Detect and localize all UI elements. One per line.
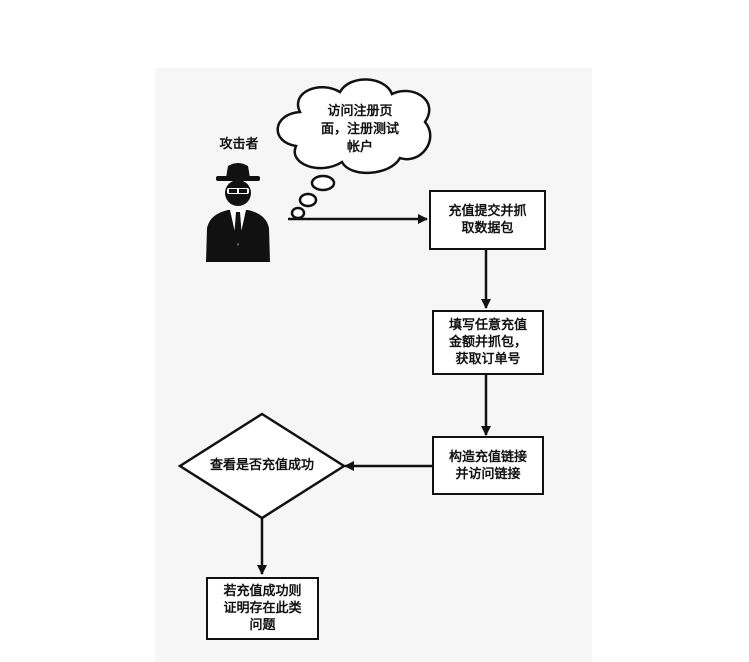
thought-line: 面，注册测试 [320,122,399,137]
step-submit-recharge: 充值提交并抓 取数据包 [429,190,546,250]
thought-line: 帐户 [346,140,373,155]
result-line: 若充值成功则 [223,584,302,599]
step-line: 充值提交并抓 [448,204,527,219]
step-construct-link: 构造充值链接 并访问链接 [432,436,544,495]
result-line: 证明存在此类 [223,601,302,616]
decision-label: 查看是否充值成功 [209,458,314,473]
step-line: 构造充值链接 [448,449,527,465]
thought-bubble-2 [298,192,318,208]
thought-text: 访问注册页 面，注册测试 帐户 [300,103,420,157]
thought-cloud [276,78,432,220]
step-line: 取数据包 [461,221,514,236]
spy-icon [206,163,270,262]
step-fill-amount: 填写任意充值 金额并抓包， 获取订单号 [432,310,544,375]
step-line: 获取订单号 [455,352,521,367]
step-line: 并访问链接 [455,466,521,482]
step-line: 填写任意充值 [448,318,527,333]
result-line: 问题 [249,618,276,633]
attacker-label: 攻击者 [219,137,259,152]
thought-bubble-1 [310,174,336,192]
step-line: 金额并抓包， [448,335,527,350]
thought-line: 访问注册页 [327,104,393,119]
decision-diamond [177,412,347,520]
result-box: 若充值成功则 证明存在此类 问题 [206,577,319,640]
thought-bubble-3 [290,206,306,220]
